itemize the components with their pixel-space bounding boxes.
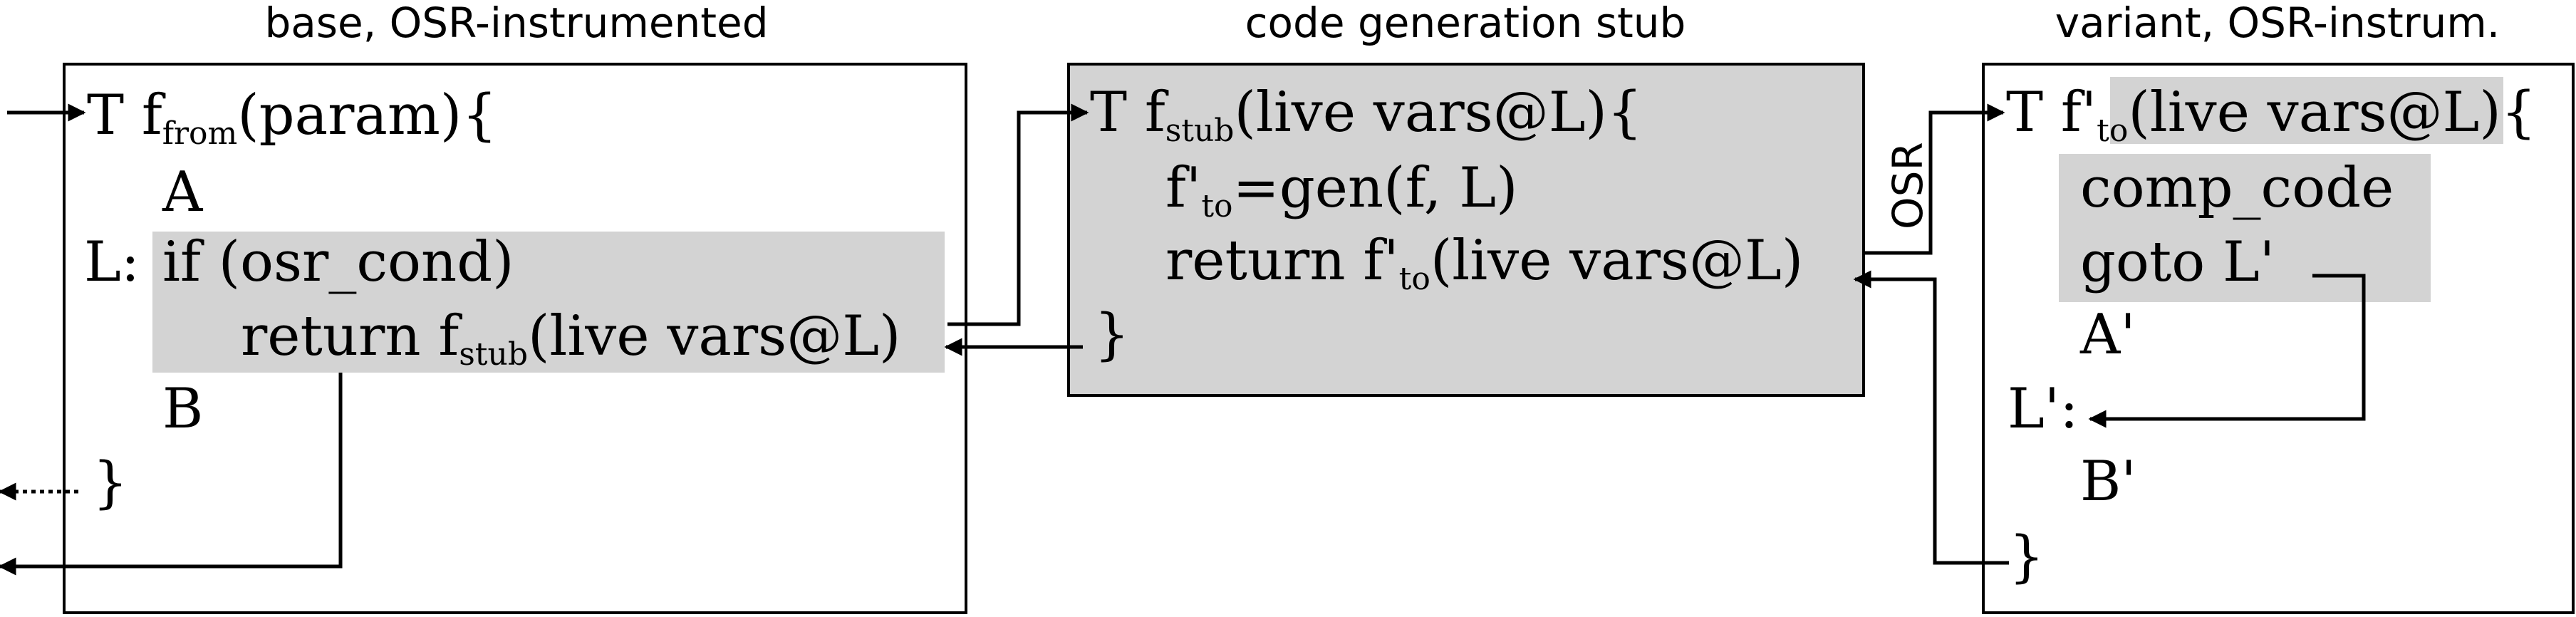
stub-code: T fstub(live vars@L){ f'to=gen(f, L) ret… xyxy=(1090,81,1803,367)
base-line-b: B xyxy=(162,377,203,441)
stub-signature: T fstub(live vars@L){ xyxy=(1090,81,1643,149)
base-label-l: L: xyxy=(84,230,140,294)
variant-function-box xyxy=(1982,63,2575,614)
stub-function-box xyxy=(1067,63,1865,397)
variant-line-a: A' xyxy=(2079,303,2136,367)
variant-close-brace: } xyxy=(2009,525,2045,589)
variant-label-l: L': xyxy=(2008,377,2079,441)
variant-return-arrow xyxy=(1853,270,2009,565)
live-vars-highlight xyxy=(2110,77,2503,144)
base-code: T ffrom(param){ A L: if (osr_cond) retur… xyxy=(84,83,900,515)
variant-line-b: B' xyxy=(2080,450,2136,514)
stub-return-line: return f'to(live vars@L) xyxy=(1165,229,1803,297)
osr-check-highlight xyxy=(152,232,945,373)
base-signature: T ffrom(param){ xyxy=(87,83,497,152)
base-function-box xyxy=(63,63,967,614)
osr-label: OSR xyxy=(1884,142,1932,229)
osr-transfer-arrow xyxy=(1864,103,2005,255)
variant-goto-line: goto L' xyxy=(2080,230,2275,294)
base-if-line: if (osr_cond) xyxy=(162,230,514,294)
call-stub-arrow xyxy=(947,103,1089,326)
title-base: base, OSR-instrumented xyxy=(264,0,768,47)
stub-close-brace: } xyxy=(1094,303,1130,367)
osr-exit-arrow xyxy=(0,373,343,576)
base-return-line: return fstub(live vars@L) xyxy=(241,304,900,373)
stub-gen-line: f'to=gen(f, L) xyxy=(1165,156,1518,224)
goto-arrow xyxy=(2088,274,2366,428)
base-line-a: A xyxy=(162,160,204,224)
variant-comp-code: comp_code xyxy=(2080,156,2394,220)
title-stub: code generation stub xyxy=(1245,0,1686,47)
variant-signature: T f'to(live vars@L){ xyxy=(2006,81,2536,149)
comp-code-highlight xyxy=(2059,154,2431,302)
title-variant: variant, OSR-instrum. xyxy=(2055,0,2500,47)
base-close-brace: } xyxy=(93,451,128,515)
variant-code: T f'to(live vars@L){ comp_code goto L' A… xyxy=(2006,81,2536,589)
